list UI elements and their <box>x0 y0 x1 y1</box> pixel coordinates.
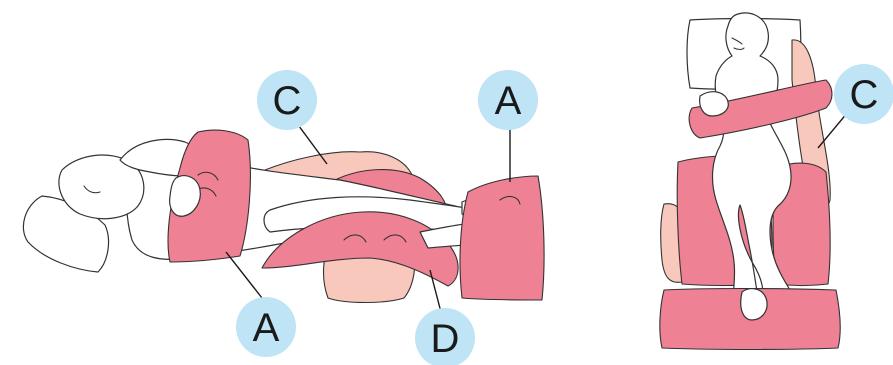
leader-right-c <box>818 112 848 148</box>
label-left-c-text: C <box>273 79 302 123</box>
label-left-a-feet-text: A <box>495 79 522 123</box>
label-left-d: D <box>415 308 475 365</box>
leader-left-a-arm <box>226 252 262 298</box>
label-left-a-feet: A <box>478 70 538 130</box>
right-hand <box>700 92 729 116</box>
label-left-a-arm: A <box>236 297 296 357</box>
label-left-d-text: D <box>431 317 460 361</box>
label-right-c-text: C <box>850 73 879 117</box>
label-right-c: C <box>834 64 893 124</box>
feet-pillow-a <box>460 176 544 300</box>
label-left-a-arm-text: A <box>253 306 280 350</box>
left-scene: C A A D <box>23 70 544 365</box>
right-scene: C <box>660 13 893 350</box>
label-left-c: C <box>257 70 317 130</box>
right-feet <box>741 289 767 320</box>
